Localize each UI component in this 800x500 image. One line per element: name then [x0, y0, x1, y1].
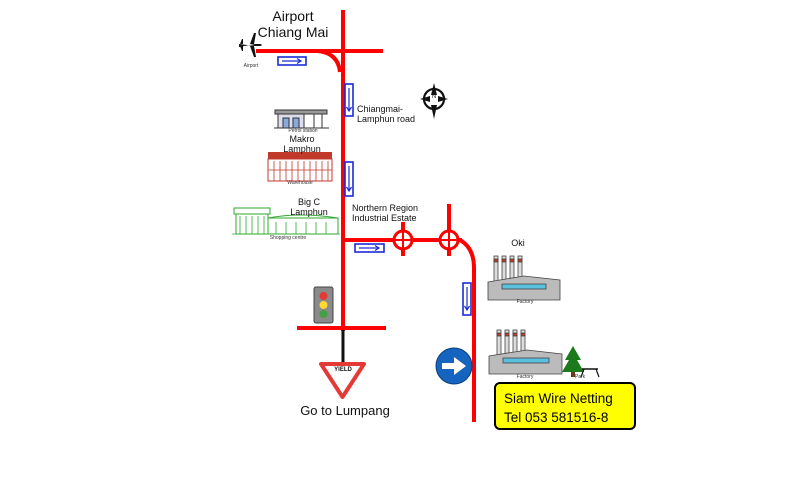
- bigc-label: Big C Lamphun: [285, 197, 333, 218]
- airport-title: Airport Chiang Mai: [250, 8, 336, 40]
- airport-curve: [317, 49, 342, 73]
- compass-letter: N: [431, 94, 437, 100]
- bigc-line-2: Lamphun: [290, 207, 328, 218]
- petrol-station-icon: [274, 109, 329, 129]
- siam-factory-caption: Factory: [516, 374, 534, 380]
- contact-box: Siam Wire Netting Tel 053 581516-8: [494, 382, 636, 430]
- yield-sign-icon: [319, 362, 366, 399]
- petrol-caption: Petrol station: [288, 128, 318, 134]
- arrow-right-airport: [277, 56, 307, 66]
- road-name: Chiangmai- Lamphun road: [357, 104, 415, 125]
- yield-sign-text: YIELD: [334, 367, 352, 373]
- bigc-line-1: Big C: [297, 197, 320, 207]
- factory-icon: [488, 329, 563, 375]
- company-phone: Tel 053 581516-8: [504, 410, 609, 425]
- makro-line-2: Lamphun: [283, 144, 321, 155]
- airport-title-line-1: Airport: [272, 8, 314, 24]
- traffic-light-icon: [313, 286, 334, 324]
- destination-label: Go to Lumpang: [300, 403, 390, 418]
- compass-icon: [420, 83, 448, 119]
- warehouse-caption: Warehouse: [287, 180, 313, 186]
- shopping-caption: Shopping centre: [269, 235, 307, 241]
- estate-line-2: Industrial Estate: [352, 213, 417, 224]
- warehouse-icon: [267, 152, 333, 182]
- factory-icon: [487, 255, 561, 301]
- estate-label: Northern Region Industrial Estate: [352, 203, 418, 224]
- turn-right-sign-icon: [435, 347, 473, 385]
- oki-label: Oki: [511, 238, 525, 248]
- makro-label: Makro Lamphun: [278, 134, 326, 155]
- arrow-down-2: [344, 161, 354, 197]
- arrow-down-1: [344, 83, 354, 117]
- road-name-line-1: Chiangmai-: [357, 104, 404, 114]
- estate-road-curve: [458, 238, 476, 422]
- arrow-right-estate: [354, 243, 385, 253]
- road-name-line-2: Lamphun road: [357, 114, 416, 125]
- roundabouts: [392, 229, 460, 251]
- airport-icon-caption: Airport: [243, 63, 259, 69]
- estate-line-1: Northern Region: [352, 203, 419, 213]
- park-tree-icon: [562, 346, 600, 378]
- park-caption: Park: [574, 374, 586, 380]
- arrow-down-3: [462, 282, 472, 316]
- company-name: Siam Wire Netting: [504, 391, 613, 406]
- airport-title-line-2: Chiang Mai: [257, 24, 329, 41]
- makro-line-1: Makro: [289, 134, 315, 144]
- airplane-icon: [239, 33, 262, 57]
- direction-arrows: [277, 56, 472, 316]
- shopping-centre-icon: [232, 207, 340, 235]
- oki-factory-caption: Factory: [516, 299, 534, 305]
